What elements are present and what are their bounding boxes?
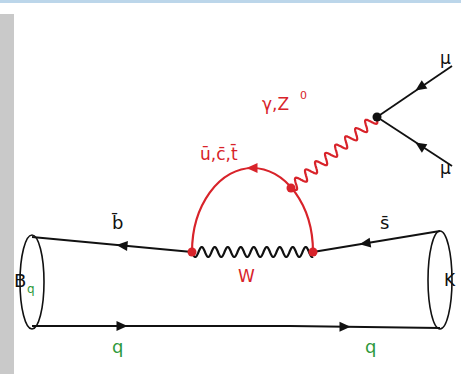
boson-label: W — [238, 268, 255, 285]
spectator-quark-line — [290, 326, 440, 328]
gamma-z-line — [291, 115, 377, 190]
quark-loop-label: ū,c̄,t̄ — [200, 146, 238, 163]
s-antiquark-line — [313, 231, 440, 252]
superscript: 0 — [300, 90, 307, 101]
vertex-dot — [309, 248, 318, 257]
arrowhead — [117, 241, 128, 251]
b-antiquark-line — [32, 237, 192, 252]
quark-label: q — [365, 338, 376, 356]
muon-line — [377, 66, 452, 117]
spectator-quark-line — [32, 325, 290, 327]
muon-line — [377, 117, 452, 166]
arrowhead — [117, 321, 128, 331]
particle-lines — [20, 66, 452, 332]
arrowhead — [360, 238, 372, 248]
boson-label: γ,Z — [262, 96, 289, 113]
quark-label: s̄ — [380, 214, 389, 232]
arrowhead — [415, 143, 427, 153]
quark-label: q — [112, 338, 123, 356]
vertex-dot — [287, 184, 296, 193]
arrowhead — [415, 80, 427, 90]
arrowhead — [340, 322, 351, 332]
arrowhead — [247, 163, 258, 173]
subscript: q — [27, 283, 35, 295]
meson-label: B — [14, 272, 26, 290]
quark-label: b̄ — [112, 214, 123, 232]
side-band — [0, 14, 14, 374]
vertex-dot — [373, 113, 382, 122]
w-boson-line — [192, 247, 313, 257]
vertex-dot — [188, 248, 197, 257]
meson-label: K — [444, 272, 455, 289]
top-rule — [0, 0, 461, 3]
lepton-label: μ — [440, 50, 451, 67]
lepton-label: μ — [440, 160, 451, 177]
